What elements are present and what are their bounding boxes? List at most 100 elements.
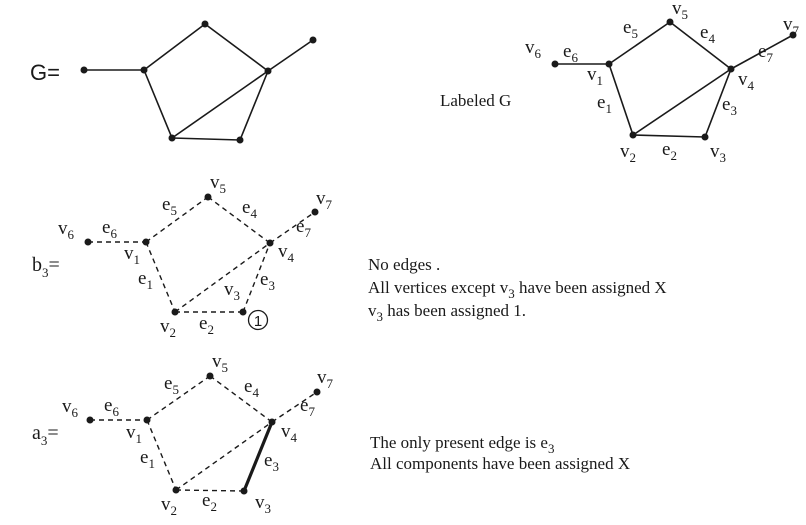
labeled-g-caption: Labeled G xyxy=(440,91,511,110)
b3-label: b3= xyxy=(32,254,60,280)
graph-b3: b3= 1 v6 v1 v5 v4 v7 v2 v3 e6 e5 e4 e7 e… xyxy=(32,172,667,340)
edge-e5 xyxy=(608,21,671,65)
label-v3: v3 xyxy=(224,279,240,303)
label-e4: e4 xyxy=(242,197,257,221)
edge-diagonal xyxy=(175,421,273,491)
label-v6: v6 xyxy=(525,37,542,61)
v3-assigned-value: 1 xyxy=(254,313,262,330)
b3-note-1: No edges . xyxy=(368,255,440,274)
label-e7: e7 xyxy=(300,395,315,419)
edge xyxy=(143,69,173,139)
label-v5: v5 xyxy=(212,351,228,375)
label-e3: e3 xyxy=(264,450,279,474)
edge-e4 xyxy=(207,196,271,244)
a3-note-2: All components have been assigned X xyxy=(370,454,630,473)
vertex-v6 xyxy=(551,60,559,68)
label-e1: e1 xyxy=(140,447,155,471)
v3-assigned-marker xyxy=(247,309,269,331)
vertex-v6 xyxy=(84,238,92,246)
edge-e3 xyxy=(704,68,732,138)
edge xyxy=(143,23,206,71)
label-v1: v1 xyxy=(587,64,603,88)
label-e1: e1 xyxy=(597,92,612,116)
label-v5: v5 xyxy=(210,172,226,196)
vertex-v5 xyxy=(204,193,212,201)
edge-e1 xyxy=(145,241,176,313)
edge-e7 xyxy=(730,34,794,70)
edge xyxy=(171,137,241,141)
graph-labeled-g: Labeled G v6 v1 v5 v4 v7 v2 v3 e6 e5 e4 … xyxy=(440,0,800,165)
label-e7: e7 xyxy=(758,41,773,65)
label-e1: e1 xyxy=(138,268,153,292)
vertex-v3 xyxy=(701,133,709,141)
vertex-v7 xyxy=(789,31,797,39)
label-v5: v5 xyxy=(672,0,688,22)
edge-e3-present xyxy=(242,421,274,492)
label-e2: e2 xyxy=(199,313,214,337)
vertex-v4 xyxy=(266,239,274,247)
b3-note-2: All vertices except v3 have been assigne… xyxy=(368,278,667,301)
edge xyxy=(204,23,269,72)
edge-e7 xyxy=(269,211,316,244)
vertex-v4 xyxy=(727,65,735,73)
edge-e7 xyxy=(271,391,318,423)
edge-diagonal xyxy=(174,242,271,313)
vertex-v1 xyxy=(605,60,613,68)
a3-label: a3= xyxy=(32,422,59,448)
vertex xyxy=(201,20,209,28)
vertex-v5 xyxy=(666,18,674,26)
vertex-v2 xyxy=(172,486,180,494)
a3-note-1: The only present edge is e3 xyxy=(370,433,554,456)
vertex xyxy=(236,136,244,144)
label-e4: e4 xyxy=(244,376,259,400)
edge-e2 xyxy=(175,489,245,492)
label-e3: e3 xyxy=(260,269,275,293)
vertex-v7 xyxy=(311,208,319,216)
graph-g: G= xyxy=(30,20,317,144)
label-v3: v3 xyxy=(710,141,726,165)
label-v7: v7 xyxy=(316,188,333,212)
edge-e3 xyxy=(242,242,271,313)
vertex xyxy=(264,67,272,75)
vertex xyxy=(168,134,176,142)
vertex-v5 xyxy=(206,372,214,380)
vertex xyxy=(140,66,148,74)
edge-e5 xyxy=(146,375,211,421)
label-v3: v3 xyxy=(255,492,271,516)
vertex xyxy=(309,36,317,44)
vertex-v7 xyxy=(313,388,321,396)
label-v4: v4 xyxy=(278,241,295,265)
edge-e4 xyxy=(669,21,732,70)
label-v7: v7 xyxy=(317,367,334,391)
graph-a3: a3= v6 v1 v5 v4 v7 v2 v3 e6 e5 e4 e7 e1 … xyxy=(32,351,630,518)
edge xyxy=(267,39,314,72)
graph-g-label: G= xyxy=(30,60,60,85)
vertex-v3 xyxy=(240,487,248,495)
label-v7: v7 xyxy=(783,14,800,38)
label-v6: v6 xyxy=(62,396,79,420)
label-v2: v2 xyxy=(620,141,636,165)
label-v4: v4 xyxy=(738,69,755,93)
label-e6: e6 xyxy=(102,217,117,241)
vertex-v6 xyxy=(86,416,94,424)
label-e2: e2 xyxy=(202,490,217,514)
label-e6: e6 xyxy=(563,41,578,65)
vertex-v2 xyxy=(629,131,637,139)
edge-diagonal xyxy=(632,68,732,136)
vertex-v3 xyxy=(239,308,247,316)
edge xyxy=(171,70,269,139)
vertex xyxy=(80,66,88,74)
vertex-v4 xyxy=(268,418,276,426)
edge xyxy=(239,70,269,141)
label-v1: v1 xyxy=(124,243,140,267)
label-e3: e3 xyxy=(722,94,737,118)
label-v6: v6 xyxy=(58,218,75,242)
label-e4: e4 xyxy=(700,22,715,46)
vertex-v2 xyxy=(171,308,179,316)
edge-e2 xyxy=(632,134,706,138)
label-e5: e5 xyxy=(623,17,638,41)
edge-e1 xyxy=(146,419,177,491)
label-v4: v4 xyxy=(281,421,298,445)
label-v1: v1 xyxy=(126,422,142,446)
